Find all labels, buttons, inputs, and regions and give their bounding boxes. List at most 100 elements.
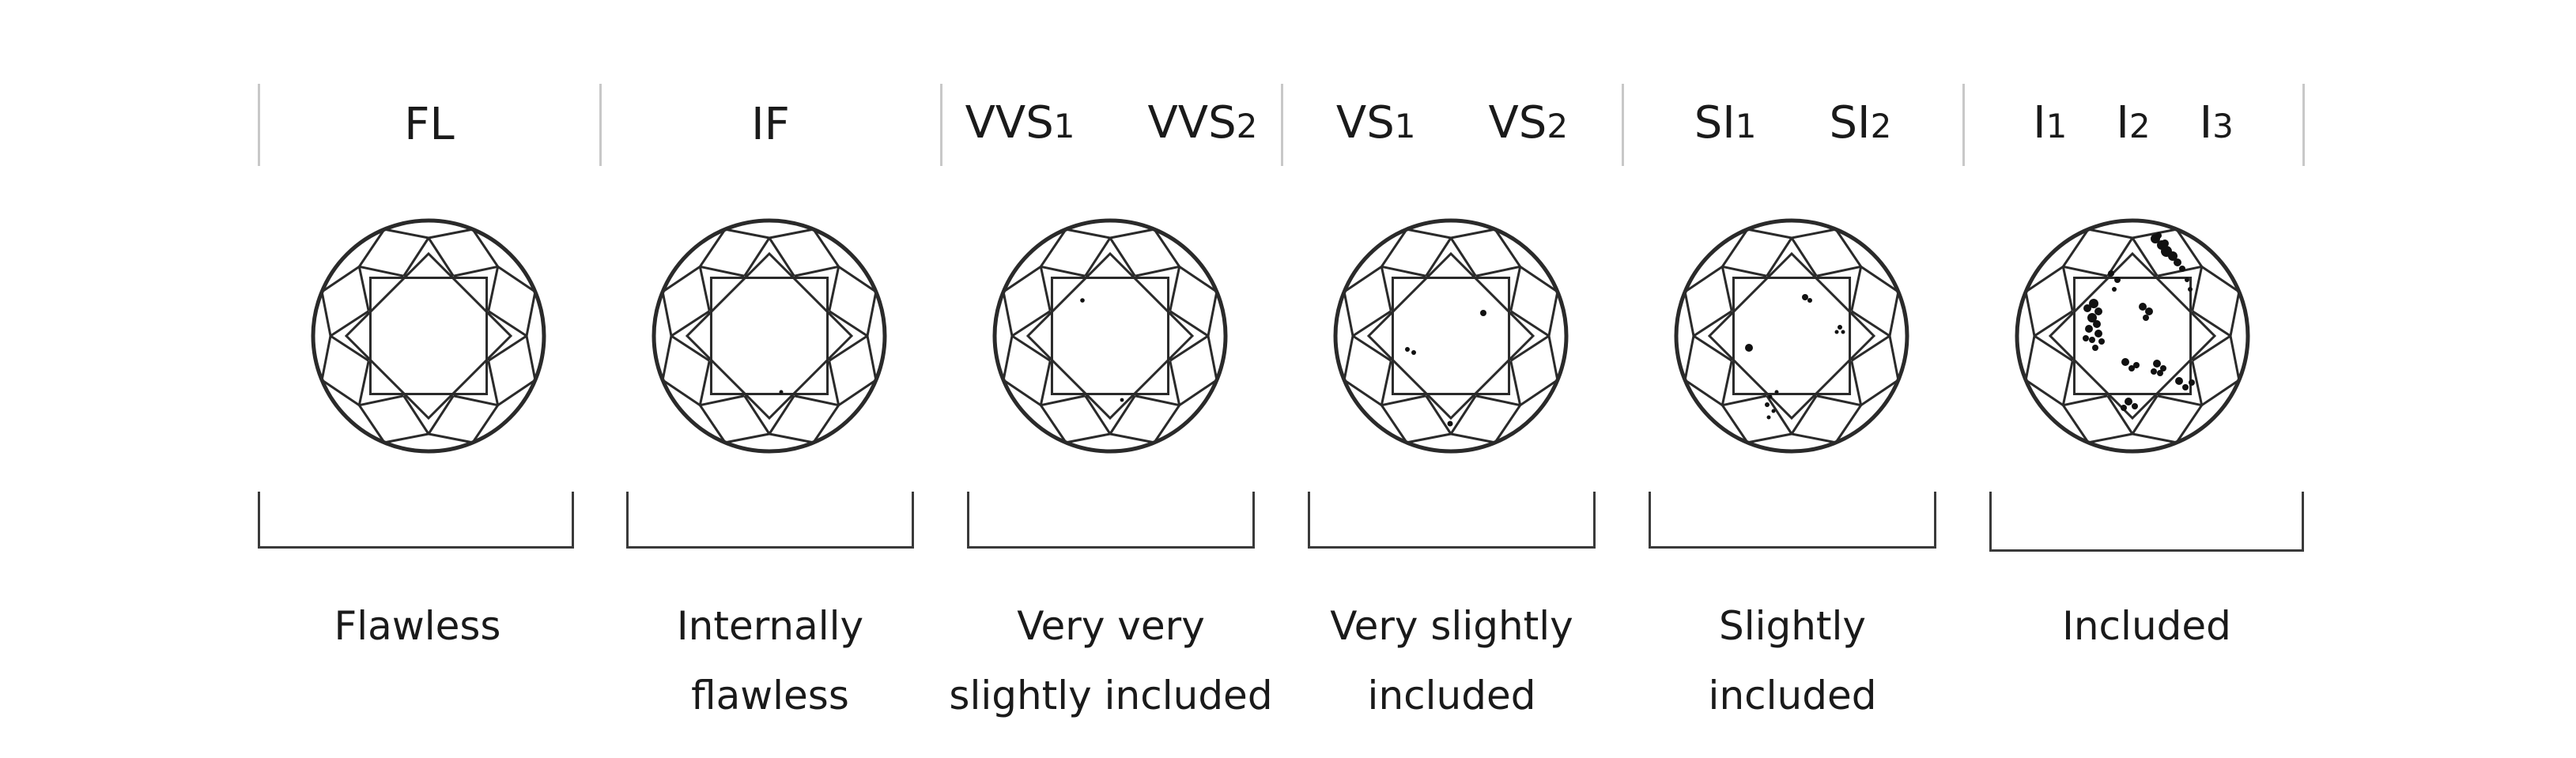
girdle-facet-line (724, 228, 770, 239)
inclusion-dot (2157, 370, 2163, 376)
inclusion-dot (1834, 330, 1839, 334)
group-bracket (626, 492, 914, 549)
star-facet-line (1041, 394, 1086, 407)
caption-line: Internally (676, 603, 864, 649)
table-square (368, 276, 489, 396)
star-facet-line (698, 266, 711, 311)
star-facet-line (1109, 237, 1136, 277)
star-facet-line (402, 394, 430, 435)
caption-fl: Flawless (251, 591, 584, 661)
inclusion-dot (2089, 337, 2095, 343)
star-facet-line (357, 266, 370, 311)
girdle-facet-line (699, 404, 727, 443)
girdle-facet-line (2200, 266, 2240, 293)
grade-header-si: SI1 SI2 (1623, 93, 1962, 157)
girdle-facet-line (1860, 266, 1899, 293)
star-facet-line (768, 237, 795, 277)
inclusion-dot (2083, 335, 2089, 341)
inclusion-dot (1745, 344, 1753, 352)
star-facet-line (2157, 394, 2202, 407)
star-facet-line (453, 265, 498, 277)
star-facet-line (828, 334, 868, 362)
girdle-facet-line (2229, 291, 2241, 337)
table-square (685, 251, 854, 420)
inclusion-dot (1447, 420, 1453, 427)
star-facet-line (1816, 394, 1861, 407)
caption-line: included (1708, 673, 1877, 718)
girdle-outline (652, 218, 887, 454)
girdle-facet-line (1178, 379, 1218, 406)
girdle-facet-line (1343, 335, 1354, 381)
girdle-facet-line (1888, 335, 1900, 381)
diamond-vvs (988, 213, 1233, 458)
girdle-facet-line (2175, 404, 2203, 443)
inclusion-dot (1766, 415, 1771, 420)
star-facet-line (402, 237, 430, 277)
girdle-facet-line (837, 379, 877, 406)
girdle-facet-line (866, 335, 878, 381)
star-facet-line (330, 334, 370, 362)
star-facet-line (1169, 310, 1209, 338)
star-facet-line (2106, 237, 2134, 277)
round-brilliant-diamond-icon (2015, 218, 2250, 454)
inclusion-dot (1405, 347, 1410, 352)
star-facet-line (487, 360, 500, 405)
girdle-outline (311, 218, 546, 454)
girdle-facet-line (662, 379, 701, 406)
grade-label: I2 (2116, 97, 2151, 149)
girdle-facet-line (471, 404, 499, 443)
star-facet-line (1041, 265, 1086, 277)
star-facet-line (1135, 265, 1180, 277)
group-bracket (1308, 492, 1596, 549)
girdle-facet-line (320, 291, 332, 337)
star-facet-line (794, 265, 839, 277)
star-facet-line (2063, 265, 2108, 277)
star-facet-line (1352, 334, 1392, 362)
girdle-facet-line (1834, 404, 1862, 443)
inclusion-dot (2087, 313, 2097, 322)
inclusion-dot (2143, 315, 2149, 321)
caption-line: Included (2062, 603, 2231, 649)
girdle-facet-line (321, 379, 361, 406)
star-facet-line (768, 394, 795, 435)
star-facet-line (1790, 237, 1818, 277)
girdle-facet-line (661, 335, 673, 381)
girdle-facet-line (1207, 291, 1218, 337)
girdle-facet-line (1343, 379, 1383, 406)
girdle-facet-line (2200, 379, 2240, 406)
star-facet-line (2191, 310, 2231, 338)
girdle-facet-line (1547, 335, 1559, 381)
girdle-facet-line (1683, 291, 1695, 337)
round-brilliant-diamond-icon (992, 218, 1228, 454)
girdle-facet-line (358, 228, 386, 268)
inclusion-dot (1802, 294, 1808, 300)
table-square (2072, 276, 2193, 396)
inclusion-dot (2153, 360, 2161, 368)
inclusion-dot (1771, 409, 1776, 413)
caption-vs: Very slightly included (1286, 591, 1618, 730)
girdle-facet-line (1343, 266, 1383, 293)
round-brilliant-diamond-icon (652, 218, 887, 454)
table-square (1732, 276, 1852, 396)
inclusion-dot (1120, 398, 1124, 402)
star-facet-line (487, 310, 527, 338)
girdle-facet-line (2025, 266, 2064, 293)
star-facet-line (2063, 394, 2108, 407)
star-facet-line (700, 394, 745, 407)
star-facet-line (1425, 237, 1452, 277)
group-bracket (1989, 492, 2304, 552)
star-facet-line (1084, 237, 1112, 277)
star-facet-line (743, 394, 771, 435)
caption-line: Very very (1017, 603, 1205, 649)
inclusion-dot (2139, 303, 2147, 311)
girdle-facet-line (2062, 404, 2090, 443)
inclusion-dot (1838, 325, 1842, 330)
girdle-outline (1333, 218, 1569, 454)
girdle-facet-line (1153, 228, 1180, 268)
table-square (1025, 251, 1195, 420)
column-divider (1281, 84, 1283, 166)
girdle-facet-line (525, 291, 537, 337)
girdle-facet-line (2132, 228, 2178, 239)
star-facet-line (330, 310, 370, 338)
star-facet-line (1039, 360, 1052, 405)
